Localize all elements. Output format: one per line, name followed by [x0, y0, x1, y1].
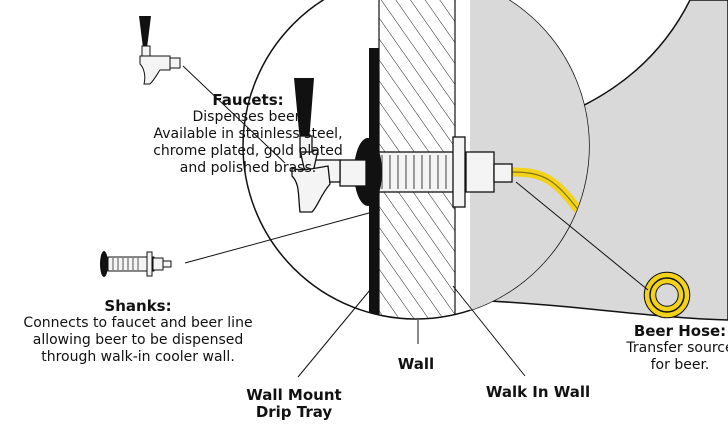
small-faucet-icon — [139, 16, 181, 85]
walk-in-wall-title: Walk In Wall — [485, 383, 591, 401]
shank-detail — [373, 136, 513, 208]
shanks-desc-line-1: Connects to faucet and beer line — [23, 315, 253, 331]
faucets-title: Faucets: — [212, 91, 284, 109]
faucets-label: Faucets: Dispenses beer. Available in st… — [133, 92, 363, 177]
beer-hose-desc-line-2: for beer. — [650, 357, 710, 373]
faucets-desc-line-3: chrome plated, gold plated — [153, 143, 343, 159]
shanks-desc-line-3: through walk-in cooler wall. — [41, 349, 235, 365]
beer-hose-coil-icon — [643, 271, 691, 319]
faucet-detail — [291, 78, 382, 213]
shanks-title: Shanks: — [104, 297, 172, 315]
wall-title: Wall — [397, 355, 435, 373]
shanks-label: Shanks: Connects to faucet and beer line… — [0, 298, 278, 366]
faucets-desc-line-4: and polished brass. — [179, 160, 317, 176]
walk-in-wall-label: Walk In Wall — [453, 384, 623, 401]
shanks-desc-line-2: allowing beer to be dispensed — [32, 332, 244, 348]
drip-tray-label: Wall Mount Drip Tray — [214, 387, 374, 421]
drip-tray-title-line-1: Wall Mount — [246, 386, 342, 404]
beer-hose-label: Beer Hose: Transfer source for beer. — [620, 323, 728, 374]
small-shank-icon — [100, 251, 172, 277]
beer-hose-title: Beer Hose: — [633, 322, 727, 340]
wall-label: Wall — [386, 356, 446, 373]
faucets-desc-line-1: Dispenses beer. — [192, 109, 304, 125]
beer-hose-desc-line-1: Transfer source — [626, 340, 728, 356]
faucets-desc-line-2: Available in stainless steel, — [153, 126, 343, 142]
drip-tray-title-line-2: Drip Tray — [255, 403, 333, 421]
